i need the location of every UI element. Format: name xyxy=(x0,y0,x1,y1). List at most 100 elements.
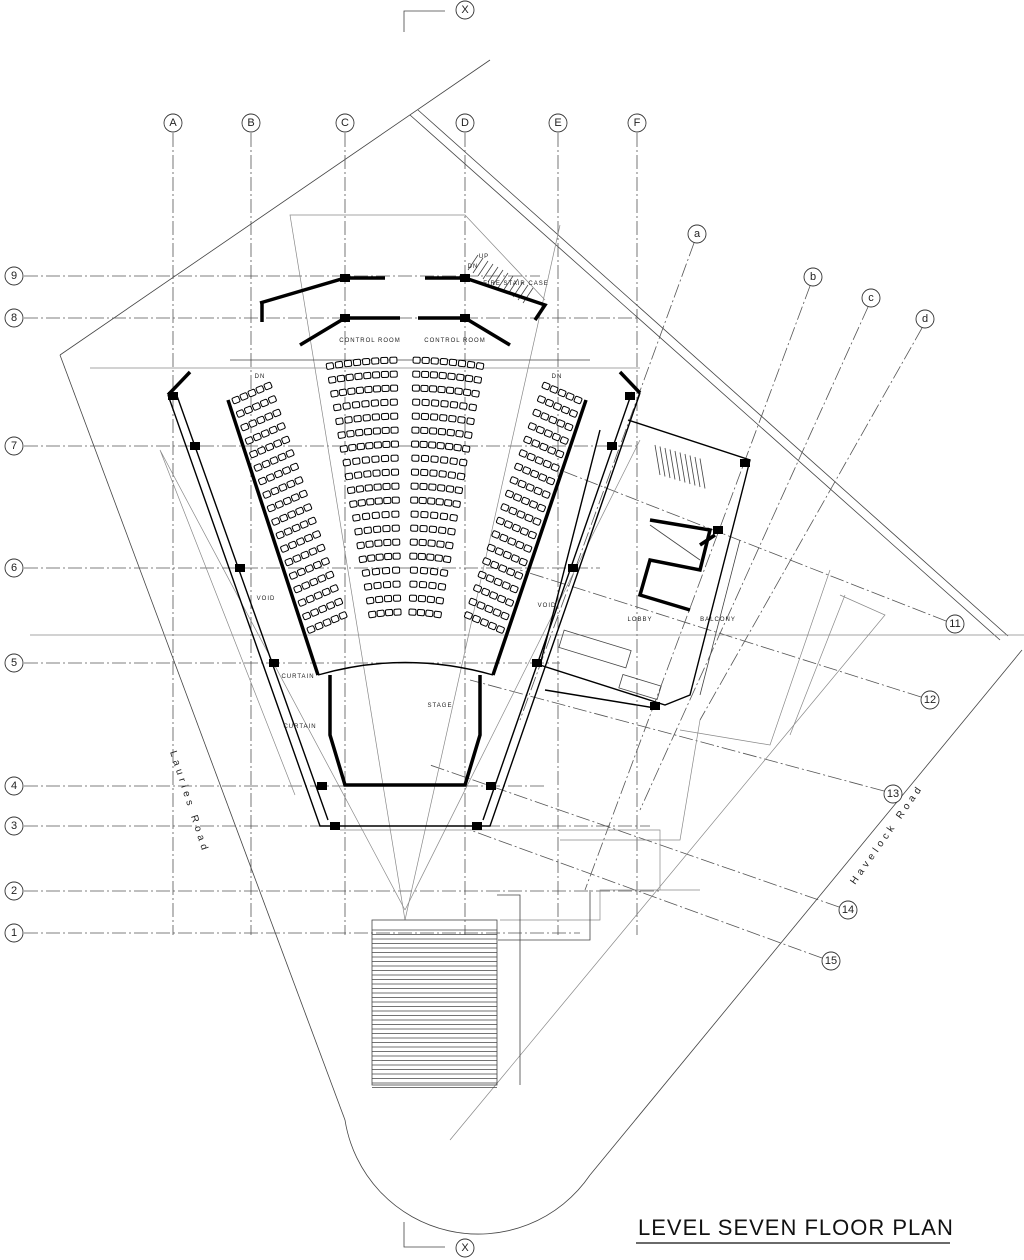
grid-line-d xyxy=(699,327,923,721)
seat xyxy=(322,618,332,627)
seat xyxy=(507,537,517,546)
seat xyxy=(342,458,352,467)
seat xyxy=(312,560,322,570)
seat xyxy=(530,469,540,479)
seat xyxy=(445,541,454,550)
seat xyxy=(271,517,281,526)
seat xyxy=(273,439,283,448)
seat xyxy=(502,550,512,560)
seat xyxy=(482,557,492,566)
svg-text:D: D xyxy=(461,117,469,129)
stair-tread xyxy=(669,449,676,480)
seat xyxy=(305,594,315,604)
seat xyxy=(447,527,456,536)
column xyxy=(340,274,350,282)
seat xyxy=(439,414,448,422)
grid-line-b xyxy=(584,285,811,891)
seat xyxy=(380,370,389,379)
seat xyxy=(306,625,316,634)
seat xyxy=(429,427,438,435)
seat xyxy=(518,557,528,567)
seat xyxy=(430,413,439,421)
seat xyxy=(353,471,363,479)
grid-bubble-14: 14 xyxy=(838,900,858,920)
seat xyxy=(371,357,380,365)
seat xyxy=(296,567,306,577)
seat xyxy=(437,583,447,591)
seat xyxy=(420,426,429,435)
stair-tread xyxy=(659,446,666,477)
seat xyxy=(334,360,344,369)
seat xyxy=(429,469,438,477)
seat xyxy=(361,456,371,464)
seat xyxy=(510,554,520,563)
seat xyxy=(428,581,437,590)
label-dn-left: DN xyxy=(255,374,266,380)
seat xyxy=(508,506,518,516)
grid-line-12 xyxy=(519,569,922,698)
seat xyxy=(263,381,273,391)
seat xyxy=(546,476,556,486)
stair-tread xyxy=(482,263,494,280)
seat xyxy=(257,446,267,455)
seat xyxy=(523,544,533,553)
seat xyxy=(437,484,446,492)
seat xyxy=(411,412,420,420)
column xyxy=(713,526,723,534)
seat xyxy=(550,463,560,472)
seat xyxy=(290,462,299,472)
label-curtain-2: CURTAIN xyxy=(283,724,316,730)
seat xyxy=(499,533,509,543)
seat xyxy=(524,513,534,523)
svg-text:a: a xyxy=(694,228,701,240)
seat xyxy=(266,473,275,482)
seat xyxy=(532,408,542,418)
seat xyxy=(352,457,361,465)
seat xyxy=(390,440,399,448)
seat xyxy=(523,435,533,445)
seat xyxy=(549,385,559,394)
column xyxy=(168,392,178,400)
svg-text:c: c xyxy=(868,292,874,304)
seat xyxy=(452,500,461,508)
seat xyxy=(457,359,467,368)
seat xyxy=(533,486,543,496)
seat xyxy=(458,458,468,467)
seat xyxy=(448,358,458,367)
seat xyxy=(521,496,530,506)
seat xyxy=(409,552,418,560)
svg-text:14: 14 xyxy=(842,904,854,916)
seat xyxy=(438,470,447,478)
seat xyxy=(325,362,335,370)
seat xyxy=(436,540,445,548)
seat xyxy=(362,414,371,422)
seat xyxy=(456,472,466,481)
seat xyxy=(526,452,536,462)
seat xyxy=(419,482,428,491)
seat xyxy=(285,449,295,458)
svg-text:E: E xyxy=(554,117,561,129)
seat xyxy=(357,499,366,507)
seat xyxy=(365,596,375,605)
svg-text:3: 3 xyxy=(11,820,17,832)
seat xyxy=(296,537,305,546)
seat xyxy=(434,554,443,562)
seat xyxy=(534,456,544,465)
seat xyxy=(551,432,561,442)
column xyxy=(607,442,617,450)
seat xyxy=(283,527,293,536)
svg-text:2: 2 xyxy=(11,885,17,897)
seat xyxy=(277,452,287,462)
seat xyxy=(382,440,391,449)
seat xyxy=(573,395,583,405)
seat xyxy=(261,459,271,469)
seat xyxy=(453,443,462,452)
seat xyxy=(372,427,381,435)
seat xyxy=(513,493,522,502)
seat xyxy=(425,609,434,618)
seat xyxy=(383,594,393,603)
seat xyxy=(373,441,382,449)
seat xyxy=(429,567,439,576)
seat xyxy=(338,388,348,397)
seat xyxy=(500,611,510,621)
